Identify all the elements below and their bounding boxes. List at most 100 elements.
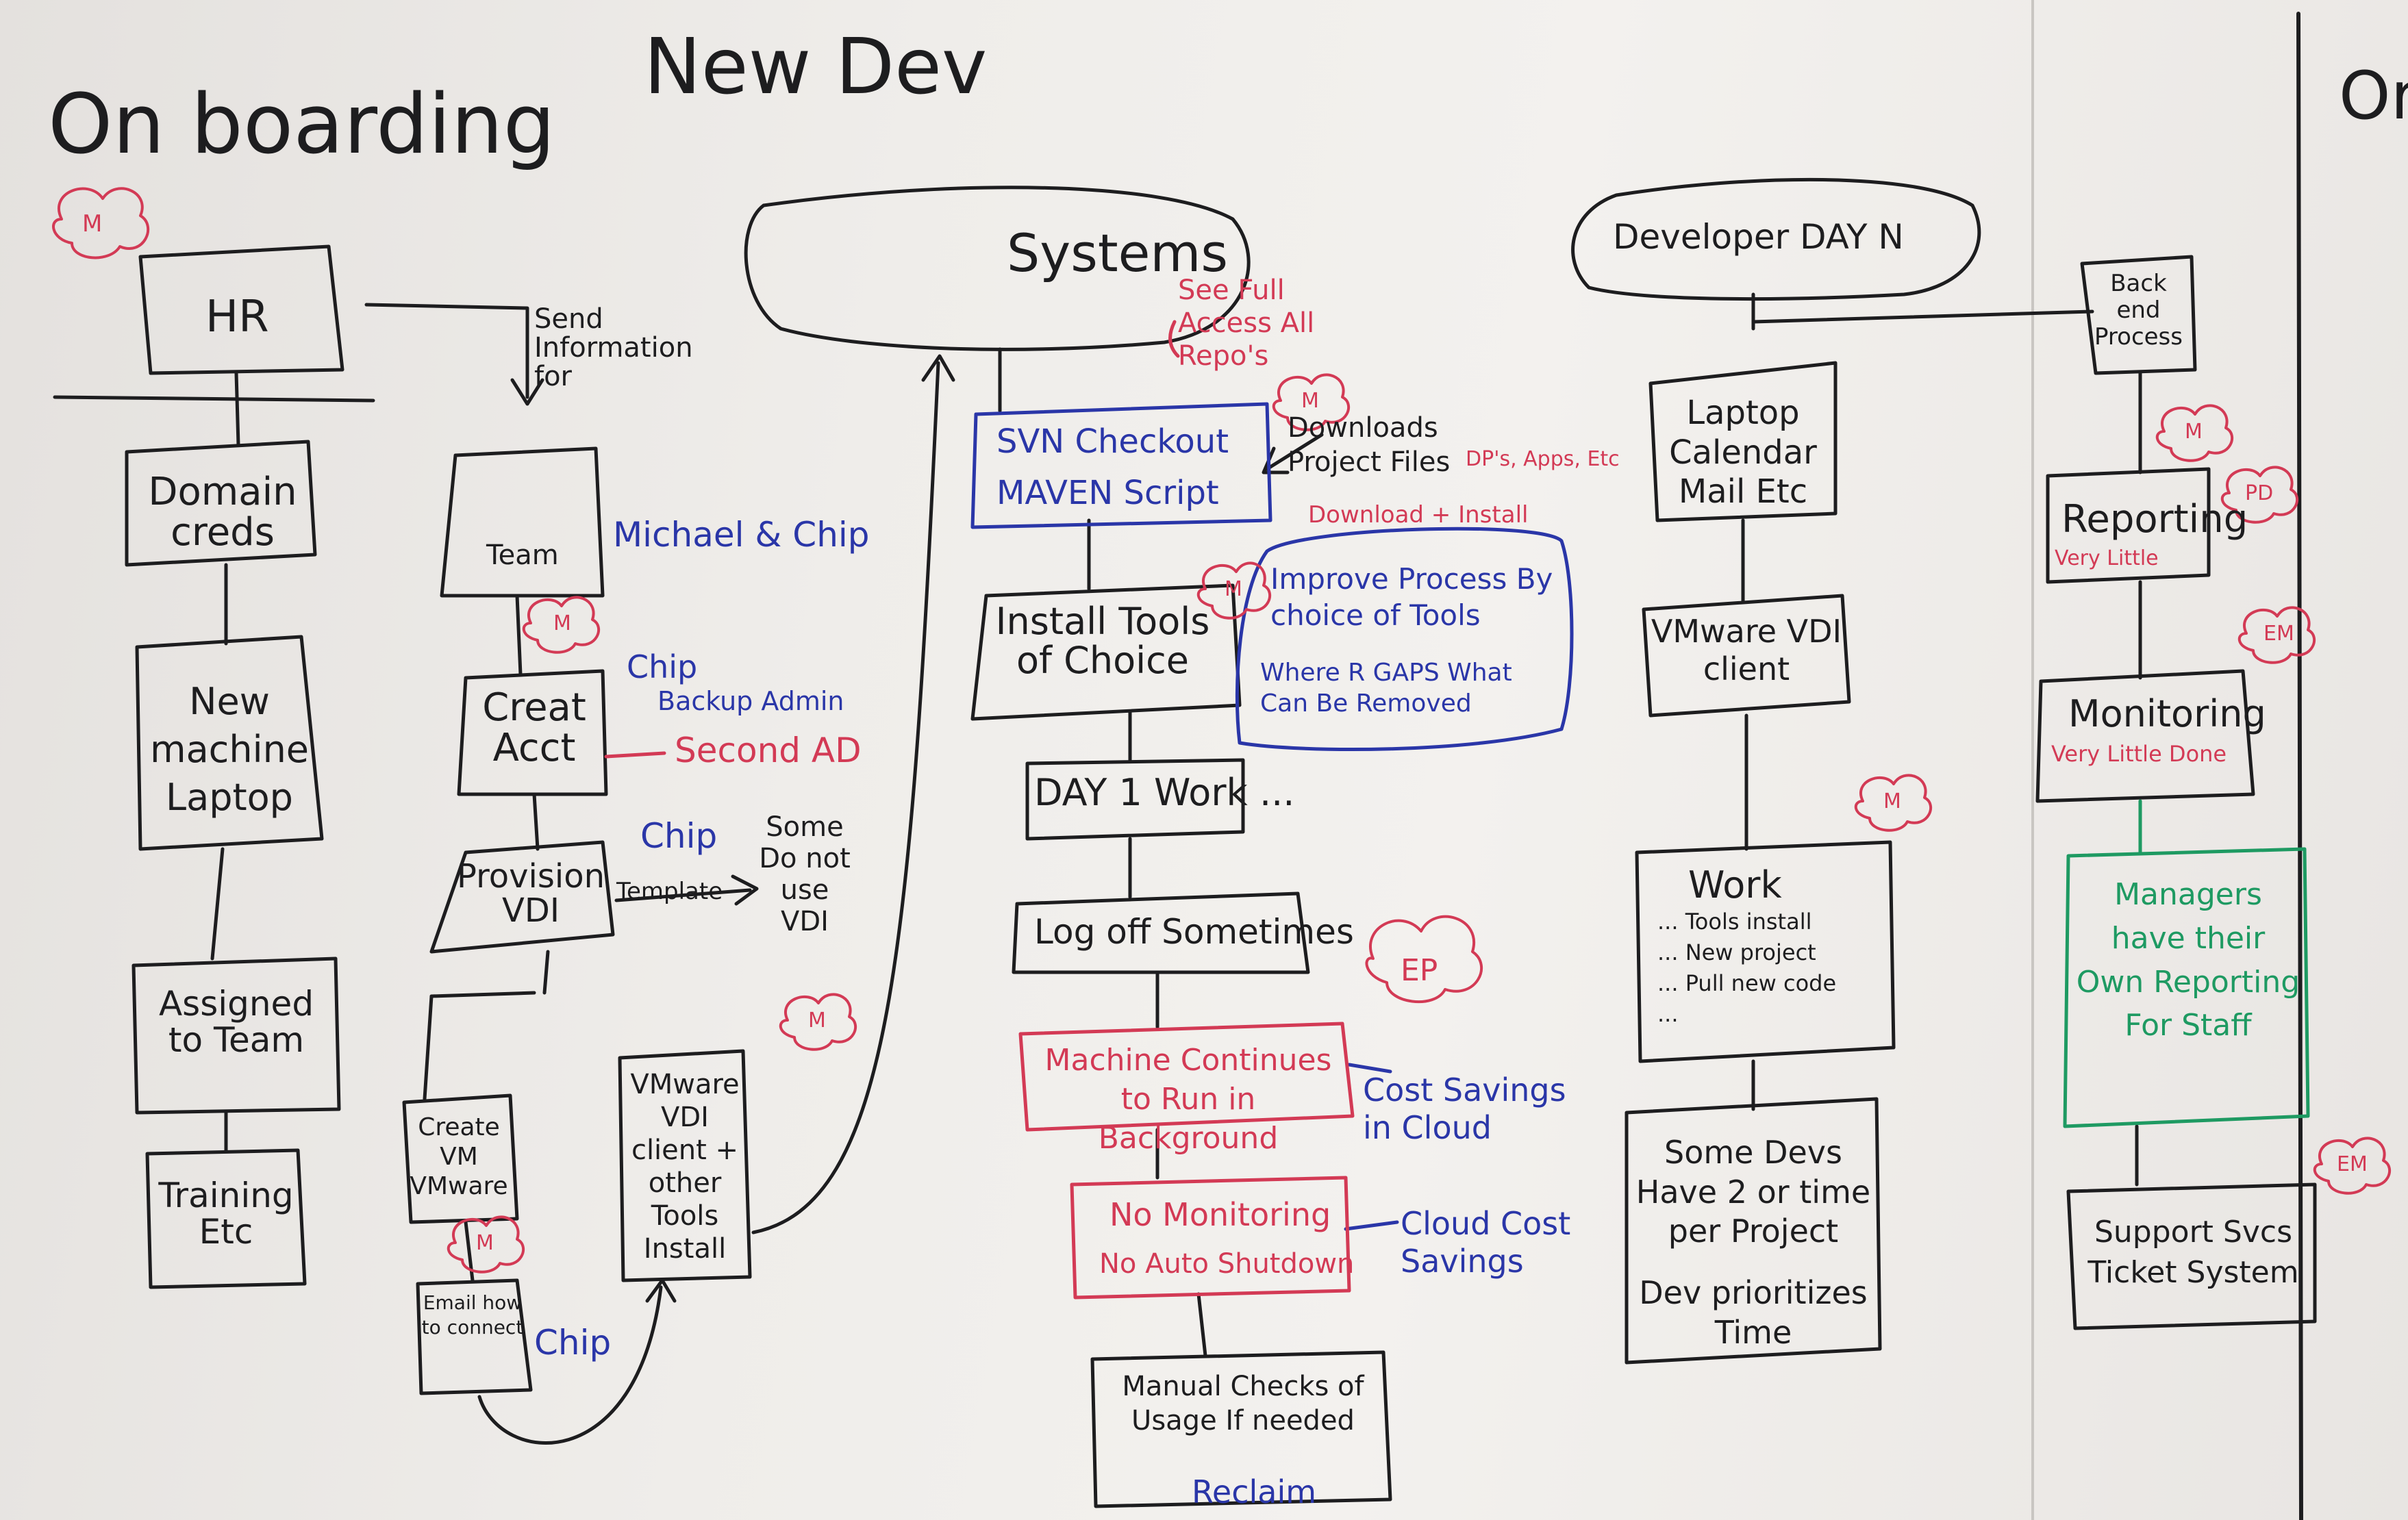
systems-bubble	[744, 186, 1251, 351]
hr-box	[138, 244, 344, 375]
day1-work: DAY 1 Work ...	[1034, 771, 1295, 814]
badge-cloud	[1365, 915, 1483, 1004]
create-vm-box	[402, 1093, 519, 1224]
backend-box	[2080, 255, 2197, 375]
work-item: ... Pull new code	[1657, 970, 1837, 996]
laptop-calendar: Laptop Calendar Mail Etc	[1669, 394, 1817, 511]
chip-note-3: Chip	[534, 1323, 612, 1363]
title-onboarding: On boarding	[48, 77, 555, 173]
badge-m: M	[2185, 420, 2203, 444]
some-devs: Some Devs Have 2 or time per Project	[1635, 1134, 1871, 1250]
new-machine-box	[135, 635, 324, 851]
badge-pd: PD	[2245, 481, 2274, 505]
reporting-box	[2046, 467, 2211, 584]
title-edge: Or	[2339, 58, 2408, 134]
title-new-dev: New Dev	[644, 23, 988, 112]
second-ad: Second AD	[675, 731, 862, 770]
manual-box	[1090, 1350, 1392, 1508]
reclaim-note: Reclaim	[1192, 1473, 1317, 1510]
work-label: Work	[1688, 863, 1782, 907]
support-box	[2066, 1182, 2317, 1330]
create-acct: Creat Acct	[482, 685, 586, 770]
badge-m: M	[553, 611, 571, 635]
create-acct-box	[457, 669, 608, 796]
where-gaps: Where R GAPS What Can Be Removed	[1260, 659, 1512, 718]
badge-cloud	[1272, 373, 1351, 431]
work-item: ...	[1657, 1001, 1679, 1027]
support-svcs: Support Svcs Ticket System	[2087, 1215, 2299, 1291]
badge-cloud	[2155, 404, 2234, 462]
install-box	[970, 583, 1242, 721]
see-full-bracket	[1168, 320, 1180, 358]
dev-prioritizes: Dev prioritizes Time	[1639, 1274, 1868, 1351]
cloud-cost-savings: Cloud Cost Savings	[1401, 1205, 1571, 1280]
day1-box	[1025, 758, 1245, 841]
badge-em: EM	[2263, 622, 2294, 646]
svn-checkout: SVN Checkout	[996, 422, 1229, 461]
download-install: Download + Install	[1308, 501, 1529, 529]
hr-label: HR	[205, 292, 269, 342]
downloads-note: Downloads Project Files	[1288, 412, 1451, 478]
team-label: Team	[486, 540, 559, 571]
email-box	[416, 1278, 533, 1395]
team-owners: Michael & Chip	[613, 515, 870, 555]
install-tools: Install Tools of Choice	[995, 600, 1210, 682]
chip-note-2: Chip	[640, 816, 718, 856]
reporting-note: Very Little	[2055, 546, 2159, 570]
no-monitoring: No Monitoring	[1109, 1196, 1331, 1233]
svn-box	[970, 402, 1272, 529]
cost-savings-cloud: Cost Savings in Cloud	[1363, 1072, 1566, 1147]
badge-cloud	[779, 993, 857, 1051]
badge-m: M	[1301, 389, 1319, 413]
work-item: ... New project	[1657, 939, 1816, 965]
send-info-note: Send Information for	[534, 303, 693, 392]
badge-ep: EP	[1401, 953, 1438, 988]
vmware-vdi: VMware VDI client	[1651, 613, 1842, 688]
machine-continues: Machine Continues to Run in Background	[1044, 1043, 1332, 1156]
monitoring-box	[2035, 669, 2255, 803]
email-howto: Email how to connect	[421, 1291, 524, 1339]
assigned-team: Assigned to Team	[158, 984, 314, 1060]
domain-creds: Domain creds	[148, 470, 297, 555]
badge-cloud	[2237, 606, 2316, 664]
work-item: ... Tools install	[1657, 909, 1812, 935]
badge-m: M	[1883, 789, 1901, 813]
assigned-team-box	[131, 957, 341, 1115]
logoff-box	[1012, 891, 1310, 974]
devday-label: Developer DAY N	[1613, 217, 1904, 257]
badge-m: M	[808, 1009, 826, 1033]
badge-m: M	[1225, 577, 1242, 601]
no-auto-shutdown: No Auto Shutdown	[1099, 1248, 1355, 1280]
vmware-client-box	[618, 1049, 752, 1282]
provision-vdi: Provision VDI	[456, 857, 605, 930]
monitoring-note: Very Little Done	[2051, 741, 2227, 767]
some-no-vdi: Some Do not use VDI	[759, 811, 851, 937]
maven-script: MAVEN Script	[996, 474, 1219, 512]
create-vm: Create VM VMware	[410, 1113, 508, 1201]
badge-em: EM	[2337, 1152, 2368, 1176]
laptop-box	[1648, 361, 1838, 522]
badge-cloud	[1196, 561, 1272, 620]
some-devs-box	[1625, 1097, 1882, 1365]
training-box	[145, 1148, 307, 1289]
badge-m: M	[82, 210, 103, 238]
badge-cloud	[522, 596, 601, 654]
managers-box	[2063, 847, 2310, 1128]
reporting-label: Reporting	[2061, 497, 2248, 542]
template-note: Template	[616, 878, 723, 905]
vmware-vdi-box	[1642, 594, 1851, 718]
training: Training Etc	[158, 1176, 294, 1252]
badge-cloud	[52, 187, 150, 259]
devday-bubble	[1571, 177, 1981, 301]
badge-cloud	[2313, 1137, 2392, 1195]
badge-cloud	[2220, 466, 2299, 524]
machine-box	[1018, 1022, 1355, 1132]
managers-reporting: Managers have their Own Reporting For St…	[2076, 877, 2300, 1043]
badge-cloud	[447, 1215, 525, 1274]
monitoring-label: Monitoring	[2068, 692, 2266, 735]
backup-admin: Backup Admin	[657, 686, 844, 716]
work-box	[1635, 840, 1896, 1063]
systems-label: Systems	[1007, 223, 1228, 283]
logoff-sometimes: Log off Sometimes	[1034, 912, 1354, 952]
